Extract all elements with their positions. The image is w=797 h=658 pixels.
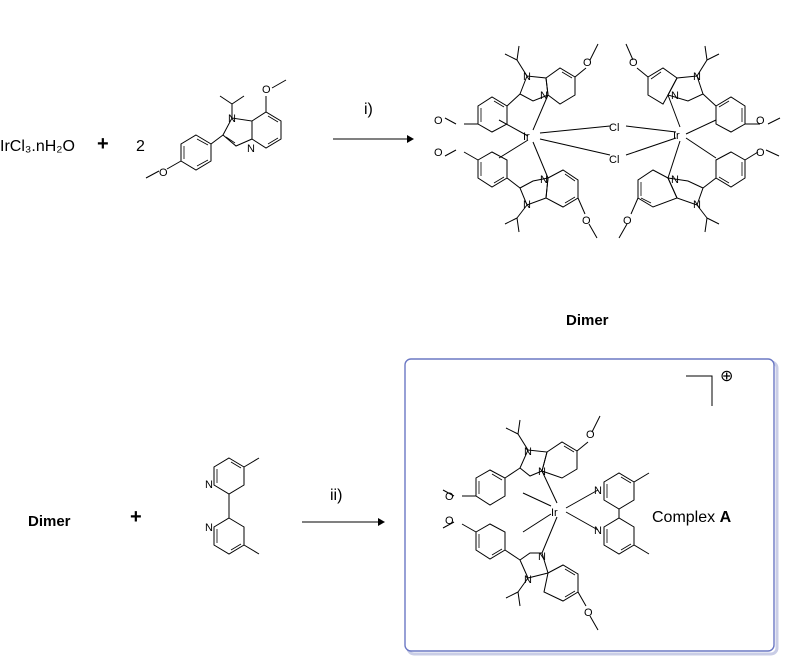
atom-o: O [262,84,271,96]
complex-letter: A [719,509,732,526]
atom-n: N [540,90,548,102]
atom-o: O [756,147,765,159]
atom-n: N [524,446,532,458]
complex-label: Complex A [652,509,731,527]
atom-n: N [538,466,546,478]
atom-n: N [523,71,531,83]
atom-o: O [583,57,592,69]
atom-o: O [159,167,168,179]
ligand-structure [145,79,287,179]
condition-ii: ii) [330,487,343,504]
arrow-reaction-1 [333,135,414,143]
atom-n: N [693,199,701,211]
atom-n: N [671,90,679,102]
atom-o: O [629,57,638,69]
atom-o: O [623,215,632,227]
complex-name: Complex [652,509,716,526]
atom-n: N [524,574,532,586]
charge-plus-icon: ⊕ [720,368,734,385]
arrow-reaction-2 [302,518,385,526]
reactant-ircl3: IrCl₃.nH₂O [0,138,75,155]
dimer-label: Dimer [566,312,609,329]
atom-n: N [205,479,213,491]
complex-ir: Ir [551,507,558,519]
bipyridine-structure [213,457,260,555]
complex-box [404,358,775,652]
atom-o: O [584,607,593,619]
atom-o: O [586,429,595,441]
atom-o: O [434,147,443,159]
atom-o: O [445,515,454,527]
condition-i: i) [364,101,373,118]
atom-n: N [523,199,531,211]
atom-n: N [693,71,701,83]
atom-labels: N N O O Ir Ir Cl Cl N N N N N N N N O O … [159,57,765,619]
atom-o: O [756,115,765,127]
plus-sign: + [97,133,109,155]
atom-n: N [228,113,236,125]
atom-n: N [671,174,679,186]
dimer-cl-bottom: Cl [609,154,619,166]
atom-o: O [582,215,591,227]
stoichiometry: 2 [136,138,145,155]
reactant-dimer: Dimer [28,513,71,530]
atom-n: N [594,485,602,497]
atom-o: O [445,491,454,503]
complex-a-structure [442,375,713,631]
plus-sign: + [130,506,142,528]
atom-n: N [205,522,213,534]
dimer-structure [444,43,781,239]
atom-n: N [538,551,546,563]
dimer-ir-left: Ir [523,131,530,143]
atom-o: O [434,115,443,127]
atom-n: N [594,525,602,537]
atom-n: N [247,143,255,155]
dimer-ir-right: Ir [673,130,680,142]
atom-n: N [540,174,548,186]
dimer-cl-top: Cl [609,122,619,134]
